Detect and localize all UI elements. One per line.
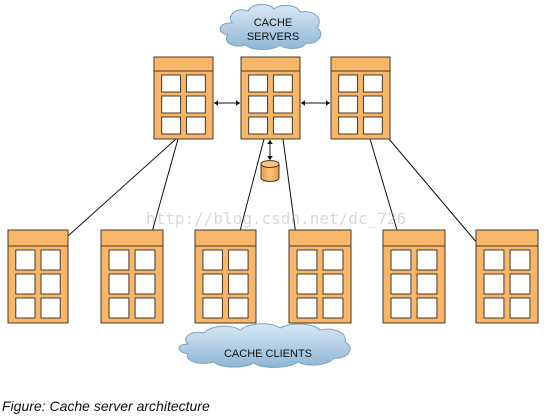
window-pane — [322, 249, 344, 271]
window-pane — [202, 249, 223, 271]
window-pane — [509, 273, 531, 295]
window-pane — [509, 297, 531, 319]
cache-db-cylinder — [260, 160, 280, 182]
figure-caption: Figure: Cache server architecture — [2, 398, 210, 414]
window-pane — [509, 249, 531, 271]
window-pane — [228, 249, 249, 271]
window-pane — [40, 273, 61, 295]
window-pane — [228, 273, 249, 295]
window-pane — [322, 273, 344, 295]
window-pane — [134, 273, 156, 295]
window-pane — [362, 95, 383, 114]
cloud-label-line2: SERVERS — [247, 31, 299, 43]
window-pane — [272, 95, 293, 114]
window-pane — [15, 249, 36, 271]
window-pane — [390, 297, 412, 319]
window-pane — [108, 297, 130, 319]
window-pane — [362, 74, 383, 93]
window-pane — [108, 249, 130, 271]
client-1 — [7, 229, 69, 324]
client-5 — [382, 229, 446, 324]
window-pane — [248, 95, 269, 114]
window-pane — [483, 249, 505, 271]
window-pane — [296, 249, 318, 271]
window-pane — [338, 116, 359, 135]
server-3 — [330, 56, 391, 140]
window-pane — [228, 297, 249, 319]
window-pane — [40, 249, 61, 271]
window-pane — [322, 297, 344, 319]
connection-lines — [67, 138, 484, 251]
window-pane — [161, 116, 182, 135]
window-pane — [416, 297, 438, 319]
server-1 — [153, 56, 214, 140]
window-pane — [390, 273, 412, 295]
window-pane — [272, 116, 293, 135]
cache-servers-cloud: CACHE SERVERS — [219, 3, 322, 50]
window-pane — [296, 297, 318, 319]
window-pane — [134, 249, 156, 271]
window-pane — [161, 95, 182, 114]
window-pane — [202, 273, 223, 295]
window-pane — [108, 273, 130, 295]
window-pane — [185, 95, 206, 114]
window-pane — [161, 74, 182, 93]
cloud-label-line1: CACHE — [254, 17, 293, 29]
window-pane — [15, 273, 36, 295]
window-pane — [15, 297, 36, 319]
client-3 — [194, 229, 257, 324]
window-pane — [390, 249, 412, 271]
client-link — [388, 138, 484, 251]
window-pane — [272, 74, 293, 93]
window-pane — [185, 116, 206, 135]
client-4 — [288, 229, 352, 324]
window-pane — [416, 273, 438, 295]
window-pane — [248, 74, 269, 93]
server-2 — [240, 56, 301, 140]
window-pane — [483, 273, 505, 295]
window-pane — [40, 297, 61, 319]
window-pane — [185, 74, 206, 93]
cache-clients-label: CACHE CLIENTS — [224, 348, 312, 360]
window-pane — [296, 273, 318, 295]
window-pane — [416, 249, 438, 271]
client-6 — [475, 229, 539, 324]
window-pane — [483, 297, 505, 319]
client-2 — [100, 229, 164, 324]
watermark-text: http://blog.csdn.net/dc_726 — [146, 209, 406, 228]
window-pane — [202, 297, 223, 319]
replication-arrows — [214, 100, 330, 160]
window-pane — [338, 74, 359, 93]
cache-clients-cloud: CACHE CLIENTS — [178, 323, 351, 368]
window-pane — [362, 116, 383, 135]
window-pane — [134, 297, 156, 319]
client-link — [67, 138, 177, 237]
window-pane — [338, 95, 359, 114]
window-pane — [248, 116, 269, 135]
